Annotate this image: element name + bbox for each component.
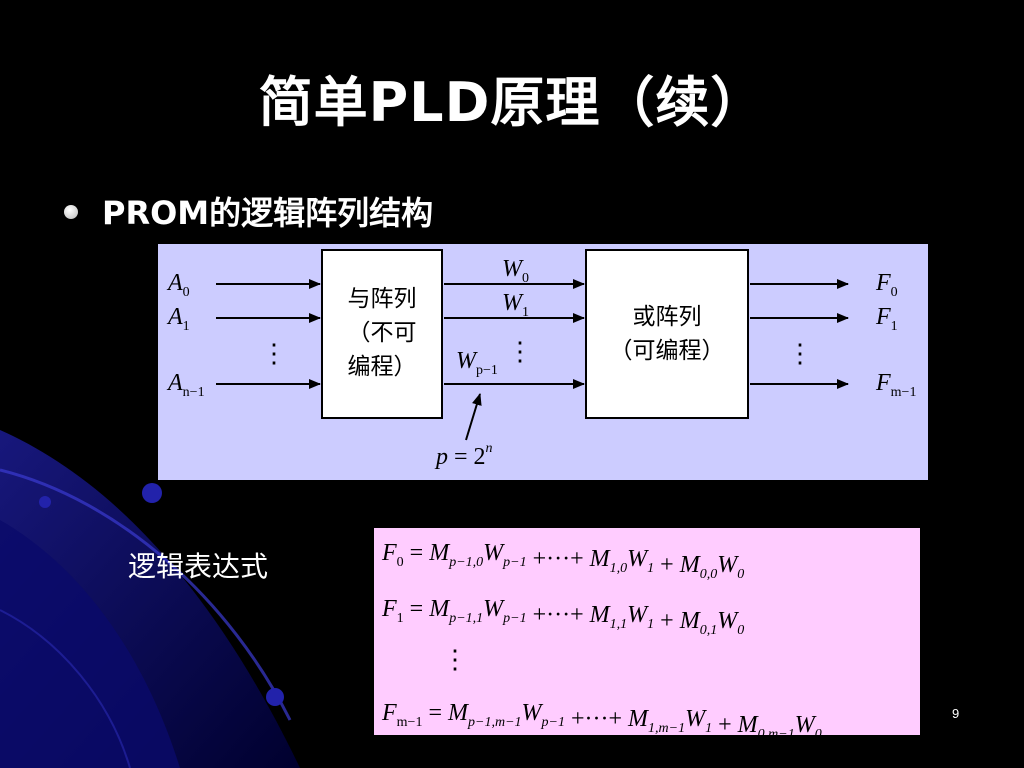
- output-vdots: ⋮: [787, 339, 813, 368]
- expression-label: 逻辑表达式: [128, 550, 269, 583]
- p-equation: p = 2n: [434, 441, 493, 470]
- or-array-line-1: 或阵列: [633, 304, 702, 330]
- bullet-text: PROM的逻辑阵列结构: [102, 194, 434, 232]
- and-array-box: [321, 249, 443, 419]
- p-pointer-arrow: [465, 393, 482, 441]
- input-label-0: A0: [166, 270, 190, 300]
- word-label-2: Wp−1: [456, 348, 498, 378]
- word-label-0: W0: [502, 256, 529, 286]
- page-number: 9: [952, 706, 960, 721]
- output-label-1: F1: [875, 304, 898, 334]
- input-label-1: A1: [166, 304, 190, 334]
- input-vdots: ⋮: [261, 339, 287, 368]
- formula-line-0: F0 = Mp−1,0Wp−1 +···+ M1,0W1 + M0,0W0: [381, 540, 744, 582]
- and-array-line-3: 编程）: [348, 354, 417, 380]
- output-label-2: Fm−1: [875, 370, 916, 400]
- bullet-dot: [64, 205, 78, 219]
- formula-line-1: F1 = Mp−1,1Wp−1 +···+ M1,1W1 + M0,1W0: [381, 596, 744, 638]
- slide-title: 简单PLD原理（续）: [258, 71, 766, 134]
- formula-line-2: Fm−1 = Mp−1,m−1Wp−1 +···+ M1,m−1W1 + M0,…: [381, 700, 822, 735]
- formula-vdots: ⋮: [442, 645, 468, 674]
- word-vdots: ⋮: [507, 337, 533, 366]
- word-label-1: W1: [502, 290, 529, 320]
- output-label-0: F0: [875, 270, 898, 300]
- input-label-2: An−1: [166, 370, 205, 400]
- or-array-line-2: （可编程）: [610, 338, 725, 364]
- and-array-line-2: （不可: [348, 320, 417, 346]
- or-array-box: [585, 249, 749, 419]
- and-array-line-1: 与阵列: [348, 286, 417, 312]
- formula-box: F0 = Mp−1,0Wp−1 +···+ M1,0W1 + M0,0W0 F1 …: [374, 528, 920, 735]
